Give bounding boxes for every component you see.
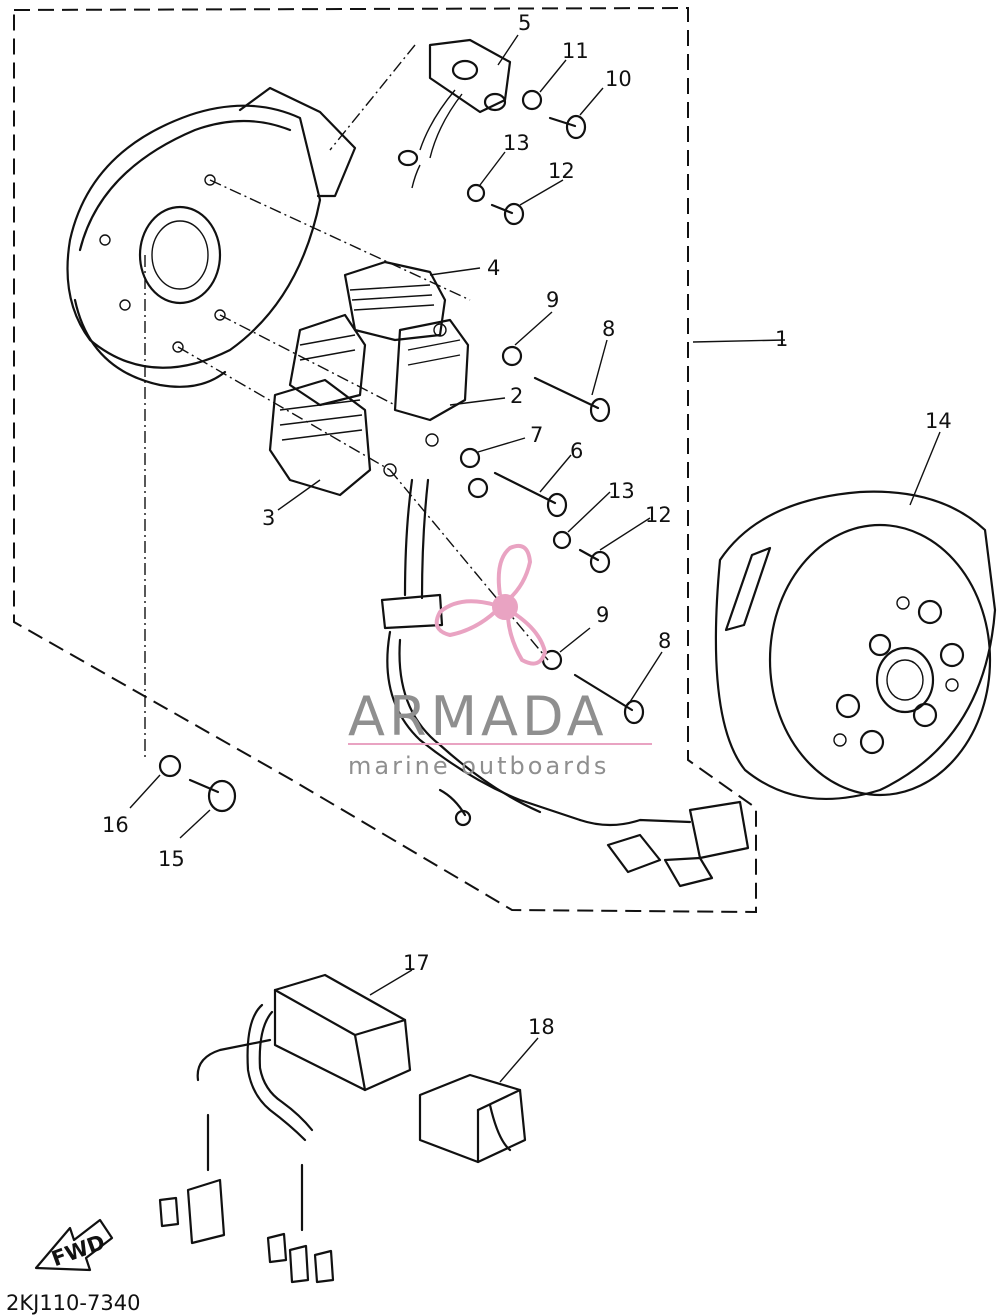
- part-label: 5: [518, 11, 531, 35]
- part-label: 3: [262, 506, 275, 530]
- fwd-arrow: FWD: [34, 1218, 114, 1271]
- pulser-coil: [397, 38, 512, 189]
- part-label: 6: [570, 439, 583, 463]
- part-label: 17: [403, 951, 430, 975]
- cdi-unit: [158, 973, 412, 1284]
- cdi-bracket: [418, 1073, 527, 1164]
- assembly-boundary: [13, 6, 757, 914]
- part-label: 9: [596, 603, 609, 627]
- part-label: 13: [608, 479, 635, 503]
- stator-coils: [268, 260, 470, 497]
- part-label: 7: [530, 423, 543, 447]
- part-label: 11: [562, 39, 589, 63]
- watermark-subtitle: marine outboards: [348, 752, 609, 780]
- leader-lines: [129, 34, 941, 1083]
- part-label: 12: [548, 159, 575, 183]
- wire-harness: [380, 478, 750, 888]
- diagram-code: 2KJ110-7340: [6, 1291, 140, 1315]
- part-label: 13: [503, 131, 530, 155]
- part-label: 14: [925, 409, 952, 433]
- flywheel: [714, 490, 997, 800]
- part-label: 8: [658, 629, 671, 653]
- part-label: 12: [645, 503, 672, 527]
- watermark-title: ARMADA: [348, 685, 608, 748]
- part-label: 18: [528, 1015, 555, 1039]
- base-plate: [66, 86, 357, 388]
- part-labels: 1 2 3 4 5 6 7 8 8 9 9 10 11 12 12 13 13 …: [102, 11, 952, 1039]
- part-label: 8: [602, 317, 615, 341]
- projection-lines: [144, 44, 549, 760]
- part-label: 2: [510, 384, 523, 408]
- part-label: 10: [605, 67, 632, 91]
- part-label: 9: [546, 288, 559, 312]
- part-label: 16: [102, 813, 129, 837]
- propeller-icon: [434, 543, 548, 666]
- fasteners: [158, 89, 645, 813]
- part-label: 4: [487, 256, 500, 280]
- part-label: 15: [158, 847, 185, 871]
- part-label: 1: [775, 327, 788, 351]
- armada-watermark: ARMADA marine outboards: [348, 543, 652, 780]
